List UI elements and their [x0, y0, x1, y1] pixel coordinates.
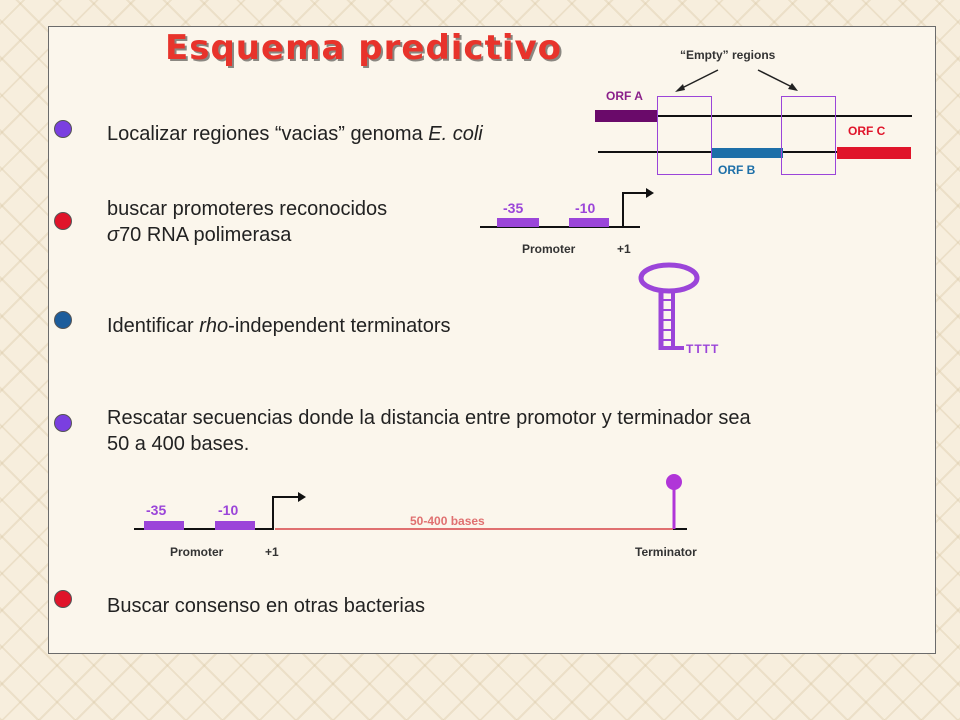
step-3-text-italic: rho — [199, 315, 229, 337]
orf-c-label: ORF C — [848, 124, 886, 138]
arrowhead-right — [788, 83, 798, 91]
orf-c-bar — [837, 147, 911, 159]
terminator-pin-icon — [666, 474, 682, 529]
arrowhead-left — [675, 84, 685, 92]
span-line — [275, 528, 673, 530]
step-3-text-after: -independent terminators — [228, 315, 451, 337]
arrow-left — [677, 69, 719, 91]
full-dna-line-right — [673, 528, 687, 530]
full-plus1-label: +1 — [265, 545, 279, 559]
step-1-text: Localizar regiones “vacias” genoma E. co… — [107, 121, 483, 147]
bullet-4 — [54, 414, 72, 432]
full-dna-line-left — [134, 528, 274, 530]
tttt-label: TTTT — [686, 342, 720, 356]
step-5-text: Buscar consenso en otras bacterias — [107, 595, 425, 617]
bullet-5 — [54, 590, 72, 608]
empty-regions-label: “Empty” regions — [680, 48, 776, 62]
step-3-text: Identificar rho-independent terminators — [107, 313, 451, 339]
terminator-hairpin-icon — [638, 262, 700, 350]
bullet-3 — [54, 311, 72, 329]
full-tss-arrow-icon — [272, 492, 306, 530]
step-2-line-1: buscar promoteres reconocidos — [107, 198, 388, 220]
promoter-minus35-label: -35 — [503, 200, 524, 216]
bullet-2 — [54, 212, 72, 230]
empty-region-box-2 — [781, 96, 836, 175]
full-promoter-label: Promoter — [170, 545, 224, 559]
step-3-text-main: Identificar — [107, 315, 200, 337]
promoter-label: Promoter — [522, 242, 576, 256]
step-4-text: Rescatar secuencias donde la distancia e… — [107, 405, 927, 457]
empty-regions-arrows — [675, 69, 798, 92]
orf-a-bar — [595, 110, 657, 122]
orf-a-label: ORF A — [606, 89, 643, 103]
terminator-label: Terminator — [635, 545, 697, 559]
step-4-line-2: 50 a 400 bases. — [107, 433, 250, 455]
orf-b-label: ORF B — [718, 163, 756, 177]
plus1-label: +1 — [617, 242, 631, 256]
slide-frame — [48, 26, 936, 654]
step-4-line-1: Rescatar secuencias donde la distancia e… — [107, 407, 751, 429]
promoter-minus35-box — [497, 218, 539, 227]
step-1-text-main: Localizar regiones “vacias” genoma — [107, 123, 429, 145]
step-2-line-2-text: 70 RNA polimerasa — [119, 224, 292, 246]
step-1-text-italic: E. coli — [428, 123, 483, 145]
step-2-line-2: σ70 RNA polimerasa — [107, 222, 387, 248]
step-2-text: buscar promoteres reconocidos σ70 RNA po… — [107, 196, 387, 248]
promoter-minus10-box — [569, 218, 609, 227]
bullet-1 — [54, 120, 72, 138]
full-minus35-label: -35 — [146, 502, 167, 518]
full-minus35-box — [144, 521, 184, 530]
sigma-symbol: σ — [107, 224, 120, 246]
tss-arrow-icon — [622, 188, 654, 226]
orf-b-bar — [711, 148, 783, 158]
promoter-minus10-label: -10 — [575, 200, 596, 216]
full-minus10-box — [215, 521, 255, 530]
page-title: Esquema predictivo — [165, 28, 563, 68]
empty-region-box-1 — [657, 96, 712, 175]
orf-top-strand — [656, 115, 912, 117]
span-label: 50-400 bases — [410, 514, 485, 528]
promoter-dna-line — [480, 226, 640, 228]
arrow-right — [757, 69, 795, 89]
full-minus10-label: -10 — [218, 502, 239, 518]
